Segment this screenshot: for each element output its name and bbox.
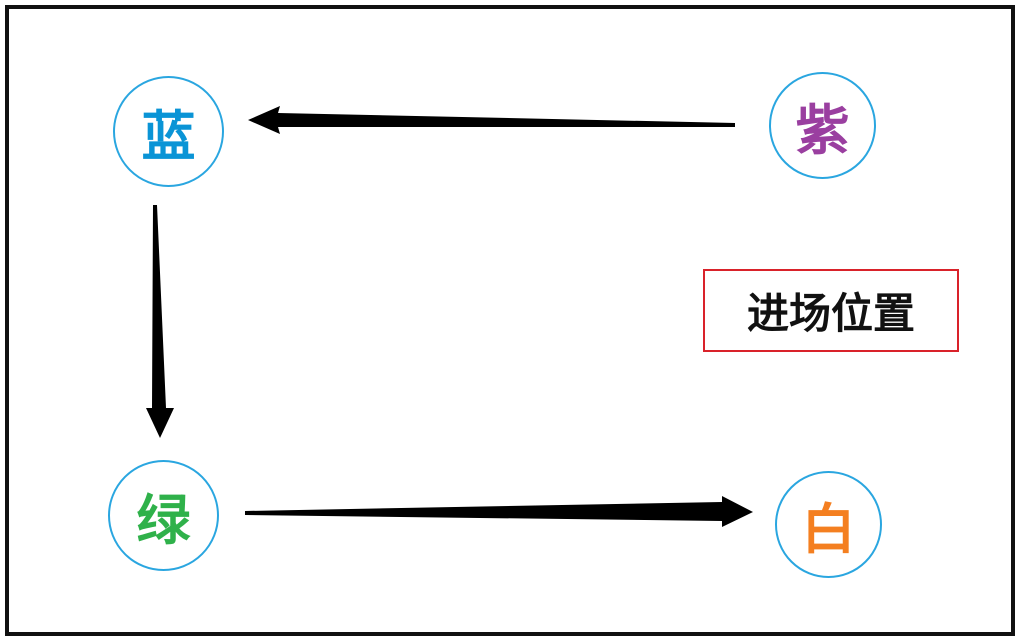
node-white-label: 白: [801, 498, 856, 561]
node-green: 绿: [108, 460, 219, 571]
entry-position-text: 进场位置: [746, 289, 915, 338]
arrow-green-to-white: [245, 496, 753, 527]
entry-position-label: 进场位置: [703, 269, 959, 352]
node-blue-label: 蓝: [141, 105, 196, 168]
node-blue: 蓝: [113, 76, 224, 187]
node-purple-label: 紫: [795, 99, 850, 162]
node-green-label: 绿: [136, 489, 191, 552]
node-purple: 紫: [769, 72, 876, 179]
diagram-frame: [5, 5, 1015, 636]
node-white: 白: [775, 471, 882, 578]
arrow-purple-to-blue: [248, 106, 735, 134]
arrow-blue-to-green: [146, 205, 174, 438]
